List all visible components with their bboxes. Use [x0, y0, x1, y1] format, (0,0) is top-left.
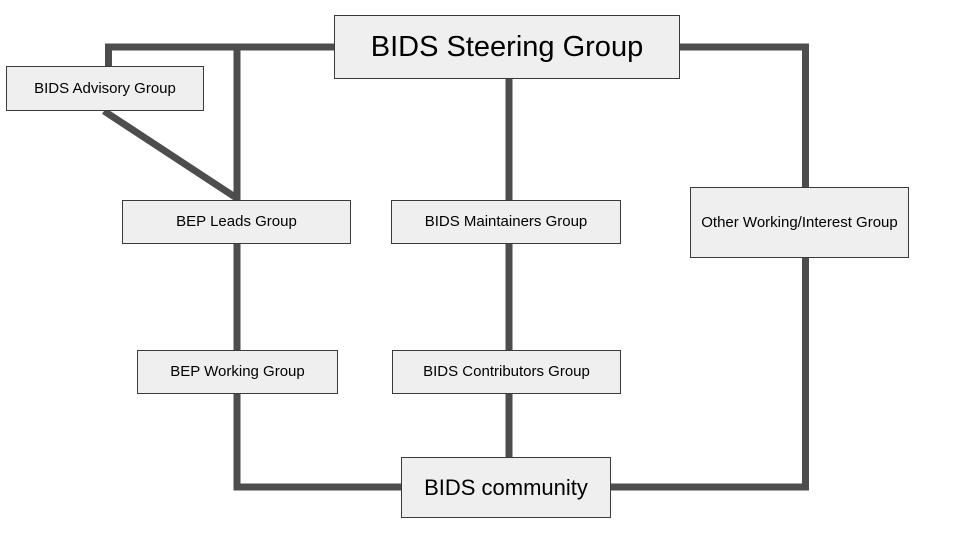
node-label-contributors: BIDS Contributors Group	[423, 363, 590, 381]
edge-bep-working-to-community	[233, 394, 401, 491]
node-bids-advisory-group[interactable]: BIDS Advisory Group	[6, 66, 204, 111]
node-label-maintainers: BIDS Maintainers Group	[424, 213, 588, 231]
edge-steering-to-advisory	[105, 43, 334, 66]
node-bids-contributors-group[interactable]: BIDS Contributors Group	[392, 350, 621, 394]
node-bids-maintainers-group[interactable]: BIDS Maintainers Group	[391, 200, 621, 244]
node-other-working-interest-group[interactable]: Other Working/Interest Group	[690, 187, 909, 258]
node-label-other: Other Working/Interest Group	[701, 213, 898, 231]
node-bids-community[interactable]: BIDS community	[401, 457, 611, 518]
node-bids-steering-group[interactable]: BIDS Steering Group	[334, 15, 680, 79]
node-label-steering: BIDS Steering Group	[370, 30, 644, 63]
node-bep-working-group[interactable]: BEP Working Group	[137, 350, 338, 394]
edge-other-to-community	[611, 258, 809, 491]
node-label-bep-working: BEP Working Group	[170, 363, 305, 381]
node-label-bep-leads: BEP Leads Group	[176, 213, 297, 231]
edge-steering-to-other	[680, 43, 809, 187]
node-label-advisory: BIDS Advisory Group	[34, 79, 176, 97]
edge-advisory-to-bep-leads	[102, 108, 240, 202]
node-bep-leads-group[interactable]: BEP Leads Group	[122, 200, 351, 244]
node-label-community: BIDS community	[424, 474, 588, 500]
